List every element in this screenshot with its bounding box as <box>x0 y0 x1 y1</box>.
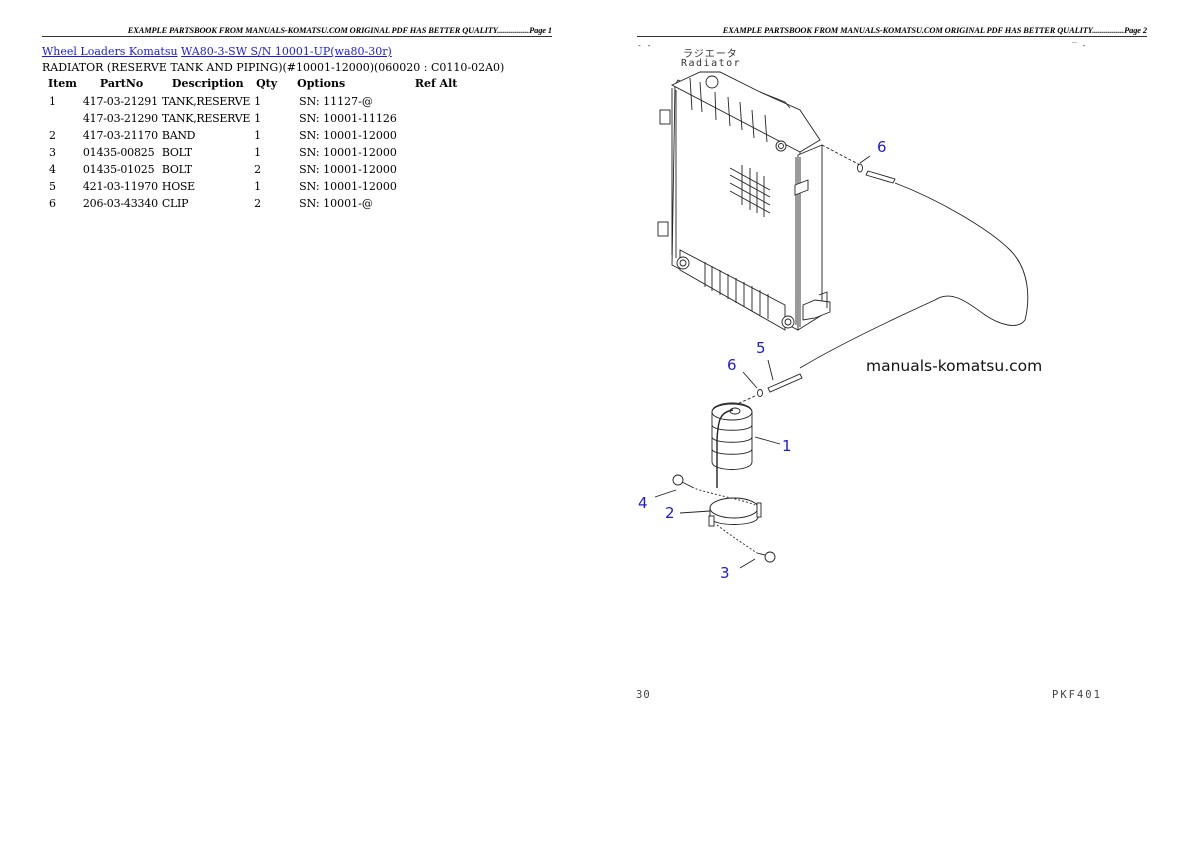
breadcrumb: Wheel Loaders Komatsu WA80-3-SW S/N 1000… <box>42 45 392 58</box>
cell-refalt <box>401 127 462 144</box>
col-header-description: Description <box>171 77 244 90</box>
page-header: EXAMPLE PARTSBOOK FROM MANUALS-KOMATSU.C… <box>637 26 1147 37</box>
cell-refalt <box>401 144 462 161</box>
col-header-item: Item <box>48 77 77 90</box>
cell-description: BOLT <box>161 163 192 176</box>
cell-options: SN: 10001-11126 <box>299 112 397 125</box>
bolt-icon <box>672 474 756 506</box>
cell-options: SN: 10001-12000 <box>299 180 397 193</box>
col-header-options: Options <box>297 77 346 90</box>
scan-artifact: ‾ - <box>1072 41 1087 50</box>
cell-description: CLIP <box>161 197 189 210</box>
callout-5: 5 <box>756 339 766 357</box>
reserve-tank-icon <box>711 402 753 488</box>
cell-partno: 417-03-21290 <box>82 112 158 125</box>
table-row: 5 421-03-11970 HOSE 1 SN: 10001-12000 <box>44 178 461 195</box>
cell-item: 4 <box>49 163 56 176</box>
cell-options: SN: 10001-@ <box>299 197 373 210</box>
cell-options: SN: 11127-@ <box>299 95 373 108</box>
cell-partno: 01435-00825 <box>82 146 155 159</box>
radiator-diagram-drawing <box>654 71 1029 569</box>
breadcrumb-link-model[interactable]: WA80-3-SW S/N 10001-UP(wa80-30r) <box>181 45 392 58</box>
cell-item: 2 <box>49 129 56 142</box>
cell-partno: 417-03-21291 <box>82 95 158 108</box>
cell-qty: 1 <box>254 180 262 193</box>
table-row: 4 01435-01025 BOLT 2 SN: 10001-12000 <box>44 161 461 178</box>
cell-partno: 01435-01025 <box>82 163 155 176</box>
table-row: 6 206-03-43340 CLIP 2 SN: 10001-@ <box>44 195 461 212</box>
cell-item: 6 <box>49 197 56 210</box>
cell-options: SN: 10001-12000 <box>299 146 397 159</box>
diagram-label-japanese: ラジエータ <box>683 49 738 60</box>
table-row: 2 417-03-21170 BAND 1 SN: 10001-12000 <box>44 127 461 144</box>
cell-item: 5 <box>49 180 56 193</box>
cell-refalt <box>401 110 462 127</box>
watermark-text: manuals-komatsu.com <box>866 357 1043 375</box>
cell-partno: 421-03-11970 <box>82 180 158 193</box>
cell-description: BAND <box>161 129 196 142</box>
table-header-row: Item PartNo Description Qty Options Ref … <box>44 77 461 93</box>
diagram-code: PKF401 <box>1052 689 1102 701</box>
callout-3: 3 <box>720 564 730 582</box>
radiator-icon <box>657 71 831 331</box>
exploded-parts-diagram <box>632 38 1152 708</box>
cell-description: TANK,RESERVE <box>161 112 251 125</box>
cell-description: HOSE <box>161 180 195 193</box>
cell-options: SN: 10001-12000 <box>299 129 397 142</box>
cell-qty: 1 <box>254 146 262 159</box>
clip-icon <box>857 163 863 173</box>
parts-table: Item PartNo Description Qty Options Ref … <box>44 77 461 212</box>
diagram-label-english: Radiator <box>681 58 742 69</box>
col-header-refalt: Ref Alt <box>414 77 458 90</box>
cell-description: TANK,RESERVE <box>161 95 251 108</box>
callout-6-top: 6 <box>877 138 887 156</box>
page-1: EXAMPLE PARTSBOOK FROM MANUALS-KOMATSU.C… <box>42 26 552 212</box>
cell-refalt <box>401 178 462 195</box>
cell-qty: 1 <box>254 129 262 142</box>
col-header-partno: PartNo <box>99 77 144 90</box>
scan-artifact: - - <box>637 41 652 50</box>
cell-description: BOLT <box>161 146 192 159</box>
table-row: 3 01435-00825 BOLT 1 SN: 10001-12000 <box>44 144 461 161</box>
cell-qty: 1 <box>254 95 262 108</box>
band-icon <box>708 497 762 527</box>
cell-partno: 417-03-21170 <box>82 129 158 142</box>
callout-2: 2 <box>665 504 675 522</box>
cell-refalt <box>401 93 462 110</box>
cell-item <box>44 110 81 127</box>
diagram-page-number: 30 <box>636 689 651 701</box>
cell-partno: 206-03-43340 <box>82 197 158 210</box>
callout-6-bottom: 6 <box>727 356 737 374</box>
bolt-icon <box>716 524 776 563</box>
cell-qty: 1 <box>254 112 262 125</box>
cell-qty: 2 <box>254 163 262 176</box>
callout-1: 1 <box>782 437 792 455</box>
table-row: 1 417-03-21291 TANK,RESERVE 1 SN: 11127-… <box>44 93 461 110</box>
page-header: EXAMPLE PARTSBOOK FROM MANUALS-KOMATSU.C… <box>42 26 552 37</box>
cell-item: 3 <box>49 146 56 159</box>
clip-icon <box>757 389 763 397</box>
cell-item: 1 <box>49 95 56 108</box>
breadcrumb-link-wheel-loaders[interactable]: Wheel Loaders Komatsu <box>42 45 178 58</box>
callout-4: 4 <box>638 494 648 512</box>
page-2: EXAMPLE PARTSBOOK FROM MANUALS-KOMATSU.C… <box>595 0 1190 842</box>
hose-icon <box>767 373 803 393</box>
table-row: 417-03-21290 TANK,RESERVE 1 SN: 10001-11… <box>44 110 461 127</box>
col-header-qty: Qty <box>256 77 278 90</box>
cell-options: SN: 10001-12000 <box>299 163 397 176</box>
cell-refalt <box>401 195 462 212</box>
cell-refalt <box>401 161 462 178</box>
cell-qty: 2 <box>254 197 262 210</box>
section-title: RADIATOR (RESERVE TANK AND PIPING)(#1000… <box>42 61 505 74</box>
